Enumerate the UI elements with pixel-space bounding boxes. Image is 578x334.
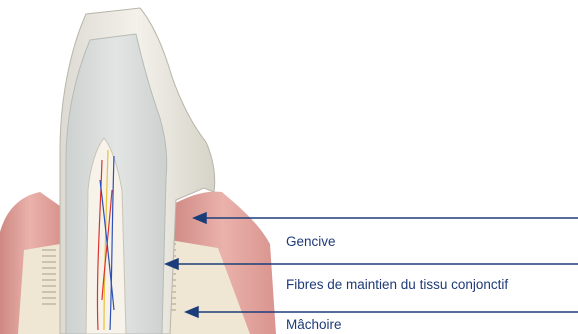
label-machoire: Mâchoire — [286, 317, 342, 333]
label-gencive: Gencive — [286, 234, 336, 250]
label-fibres: Fibres de maintien du tissu conjonctif — [286, 277, 508, 293]
jaw-bone — [18, 244, 60, 334]
